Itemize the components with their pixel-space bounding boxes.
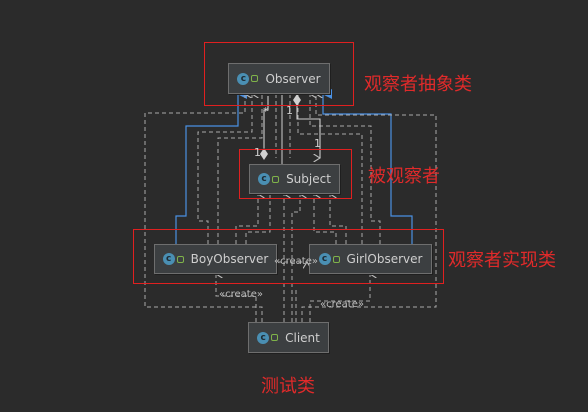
region-abstract	[204, 42, 354, 106]
boy-dep-observer-b	[217, 94, 263, 244]
multiplicity-subject-one-left: 1	[254, 146, 261, 159]
stereotype-client-girl-create: «create»	[320, 299, 364, 310]
class-name: Subject	[286, 172, 331, 186]
class-girl-observer[interactable]: c GirlObserver	[309, 244, 432, 274]
label-concrete: 观察者实现类	[448, 250, 556, 271]
client-dep-subject-b	[291, 194, 300, 322]
region-concrete	[133, 229, 444, 284]
multiplicity-observer-one: 1	[286, 104, 293, 117]
girl-dep-observer-a	[310, 94, 381, 244]
girl-dep-subject	[330, 194, 347, 244]
class-icon: c	[237, 72, 250, 85]
public-visibility-icon	[251, 75, 259, 82]
class-icon: c	[257, 331, 270, 344]
boy-dep-observer-a	[197, 94, 252, 244]
public-visibility-icon	[272, 175, 280, 183]
client-dep-observer-left	[144, 94, 263, 322]
class-name: Client	[285, 330, 320, 345]
class-observer[interactable]: c Observer	[228, 63, 330, 94]
client-creates-girl	[309, 274, 370, 322]
client-creates-boy	[216, 274, 257, 322]
public-visibility-icon	[271, 334, 279, 341]
class-icon: c	[258, 173, 271, 185]
multiplicity-subject-one-right: 1	[314, 137, 321, 150]
class-name: Observer	[265, 71, 321, 86]
client-dep-observer-right	[301, 94, 437, 322]
class-icon: c	[318, 253, 331, 265]
stereotype-client-boy-create: «create»	[219, 289, 263, 300]
class-subject[interactable]: c Subject	[249, 164, 340, 194]
class-name: BoyObserver	[190, 252, 269, 266]
label-test: 测试类	[261, 376, 315, 397]
girl-realizes-observer	[322, 89, 413, 244]
class-boy-observer[interactable]: c BoyObserver	[154, 244, 277, 274]
label-subject: 被观察者	[368, 166, 440, 187]
boy-dep-subject	[235, 194, 258, 244]
girl-dep-observer-b	[297, 94, 363, 244]
observer-assoc-subject	[296, 106, 320, 158]
boy-realizes-observer	[175, 89, 247, 244]
observer-diamond	[293, 94, 301, 106]
class-name: GirlObserver	[346, 252, 423, 266]
region-subject	[239, 149, 352, 199]
stereotype-boy-girl-create: «create»	[274, 256, 318, 267]
class-client[interactable]: c Client	[248, 322, 329, 353]
girl-dep-subject-2	[314, 194, 337, 244]
multiplicity-observer-star: *	[263, 105, 269, 118]
subject-diamond-left	[260, 148, 268, 160]
label-abstract: 观察者抽象类	[364, 74, 472, 95]
public-visibility-icon	[176, 255, 184, 263]
boy-dep-subject-2	[245, 194, 271, 244]
subject-aggregates-observer	[263, 96, 269, 148]
public-visibility-icon	[332, 255, 340, 263]
class-icon: c	[162, 253, 175, 265]
